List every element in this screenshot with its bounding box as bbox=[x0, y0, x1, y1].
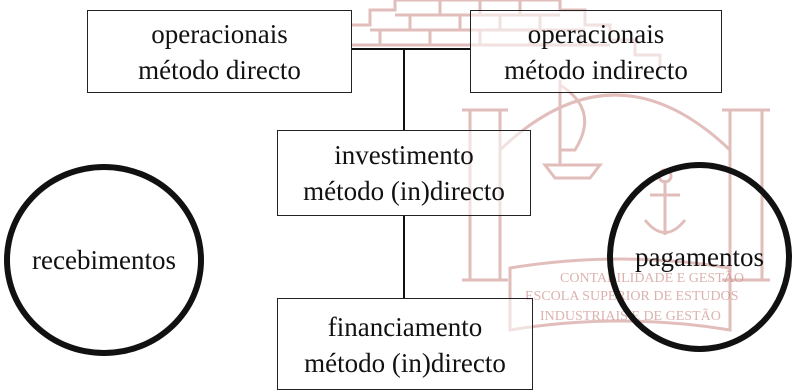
circle-payments: pagamentos bbox=[607, 162, 792, 352]
circle-receipts-label: recebimentos bbox=[32, 244, 176, 275]
box-investment-line2: método (in)directo bbox=[303, 176, 505, 206]
box-operating-indirect-line2: método indirecto bbox=[504, 54, 688, 85]
circle-payments-label: pagamentos bbox=[635, 241, 764, 272]
connector-lines bbox=[352, 48, 470, 298]
box-operating-indirect-line1: operacionais bbox=[527, 18, 665, 49]
box-investment-line1: investimento bbox=[334, 140, 474, 170]
box-operating-indirect: operacionais método indirecto bbox=[470, 10, 722, 93]
box-operating-direct-line2: método directo bbox=[138, 54, 301, 85]
box-operating-direct-line1: operacionais bbox=[151, 18, 288, 49]
box-financing-line1: financiamento bbox=[327, 312, 483, 342]
box-financing-line2: método (in)directo bbox=[304, 348, 506, 378]
box-operating-direct: operacionais método directo bbox=[87, 10, 352, 93]
circle-receipts: recebimentos bbox=[4, 164, 204, 356]
box-financing: financiamento método (in)directo bbox=[277, 298, 533, 390]
box-investment: investimento método (in)directo bbox=[277, 130, 531, 216]
